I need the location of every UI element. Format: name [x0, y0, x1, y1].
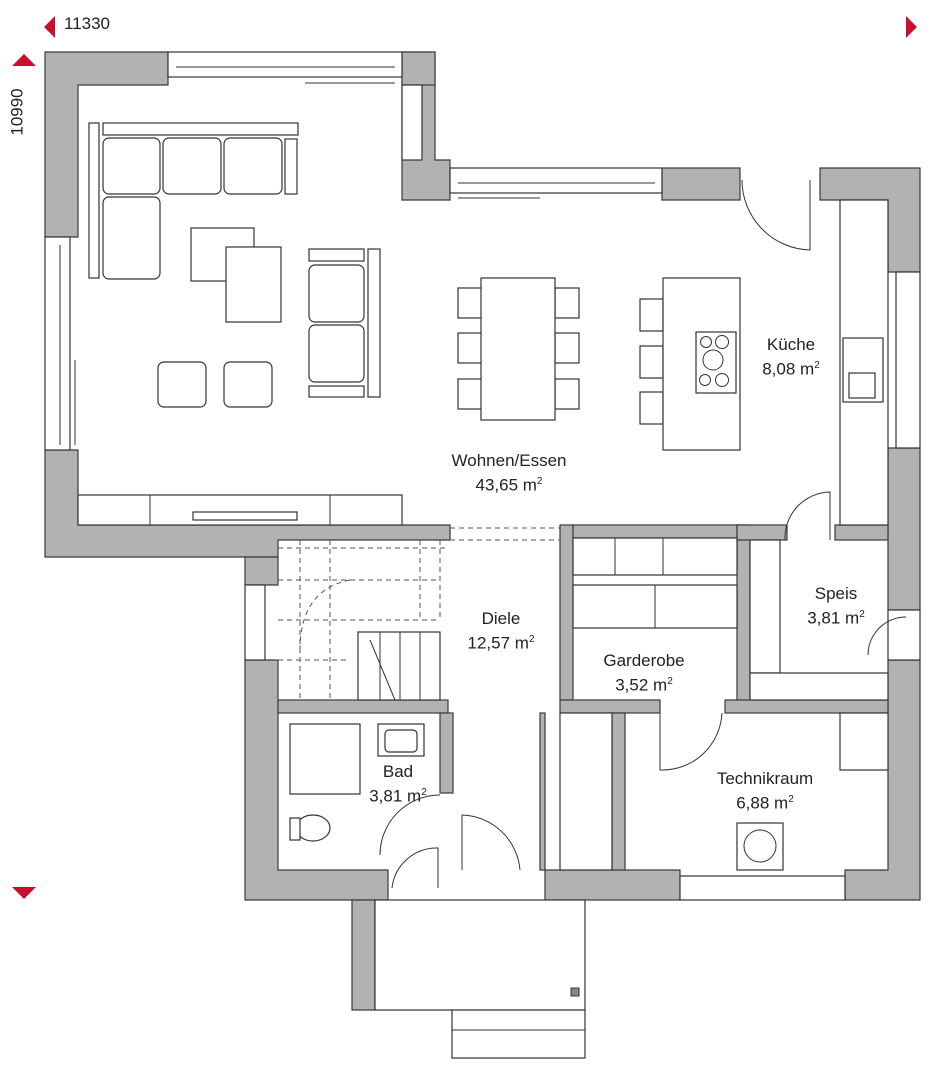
room-area: 6,88 m [736, 793, 789, 813]
room-label-garderobe: Garderobe 3,52 m2 [603, 650, 684, 696]
room-name: Technikraum [716, 769, 814, 788]
room-area-unit: 2 [859, 609, 865, 620]
room-area-unit: 2 [667, 676, 673, 687]
room-area-unit: 2 [421, 787, 427, 798]
room-name: Bad [382, 762, 414, 781]
room-area: 3,81 m [369, 786, 422, 806]
room-area-unit: 2 [536, 476, 543, 487]
room-name: Diele [481, 609, 521, 628]
windows [44, 51, 921, 901]
stairs [278, 527, 560, 701]
room-label-speis: Speis 3,81 m2 [807, 583, 865, 629]
room-label-kueche: Küche 8,08 m2 [762, 334, 820, 380]
room-area: 12,57 m [467, 633, 529, 653]
room-area-unit: 2 [528, 634, 535, 645]
room-name: Speis [814, 584, 858, 603]
depth-dimension: 10990 [7, 88, 27, 136]
room-area: 43,65 m [475, 475, 537, 495]
room-name: Wohnen/Essen [451, 451, 567, 470]
width-marker-left-icon [44, 16, 55, 38]
room-name: Garderobe [603, 651, 685, 670]
depth-marker-top-icon [12, 54, 36, 66]
room-label-bad: Bad 3,81 m2 [369, 761, 427, 807]
room-area: 3,81 m [807, 608, 860, 628]
room-area: 3,52 m [615, 675, 668, 695]
depth-marker-bottom-icon [12, 887, 36, 899]
walls [44, 51, 921, 1011]
width-marker-right-icon [906, 16, 917, 38]
furniture [77, 122, 889, 1059]
room-label-technikraum: Technikraum 6,88 m2 [717, 768, 813, 814]
width-dimension: 11330 [64, 14, 111, 33]
room-label-wohnen-essen: Wohnen/Essen 43,65 m2 [452, 450, 567, 496]
doors [379, 179, 907, 889]
room-area-unit: 2 [814, 360, 820, 371]
room-name: Küche [766, 335, 816, 354]
room-area-unit: 2 [788, 794, 794, 805]
room-label-diele: Diele 12,57 m2 [468, 608, 535, 654]
room-area: 8,08 m [762, 359, 815, 379]
